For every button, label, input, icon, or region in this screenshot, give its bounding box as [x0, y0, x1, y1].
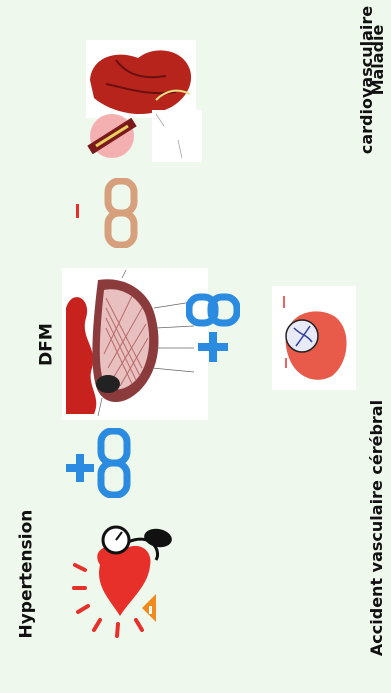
brain-vessels-image [272, 286, 356, 390]
heart-disease-image [86, 40, 196, 118]
avc-label: Accident vasculaire cérébral [369, 363, 385, 693]
hypertension-label: Hypertension [19, 529, 36, 639]
chain-link-icon [186, 292, 240, 328]
heart-blood-pressure-icon [70, 520, 190, 640]
artery-plaque-image [152, 110, 202, 162]
dfm-label: DFM [39, 320, 56, 370]
chain-link-icon [96, 428, 132, 498]
plus-icon [64, 452, 96, 484]
artery-plaque-image [86, 112, 138, 160]
link-marker [76, 204, 80, 218]
chain-link-icon [96, 178, 146, 248]
plus-icon [196, 330, 230, 364]
cardio-label-line2: cardiovasculaire [359, 0, 375, 165]
dfm-diagram-image [62, 268, 208, 420]
